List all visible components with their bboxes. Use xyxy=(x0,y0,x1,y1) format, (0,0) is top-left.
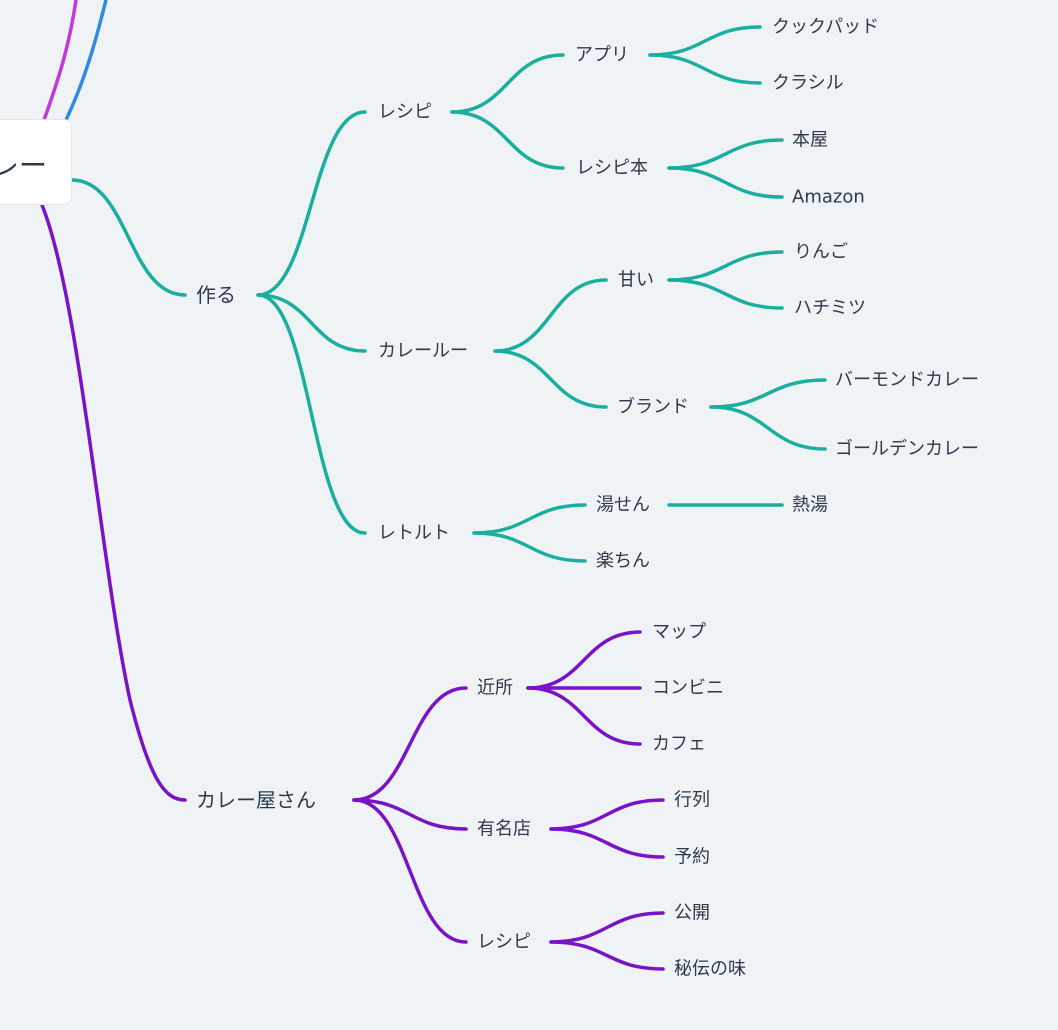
branch-edge-offscreen-1 xyxy=(42,0,78,121)
node-make-roux-label[interactable]: カレールー xyxy=(378,341,468,362)
node-make-recipe-book-label[interactable]: レシピ本 xyxy=(576,158,648,179)
node-make-roux-brand-label[interactable]: ブランド xyxy=(617,396,689,418)
node-make-label[interactable]: 作る xyxy=(196,283,236,307)
node-make-retort-boil-c1[interactable]: 熱湯 xyxy=(792,495,828,516)
root-node[interactable]: カレー xyxy=(0,120,71,204)
edge-shop-near-c1 xyxy=(526,630,642,690)
node-make-roux-brand-c1[interactable]: バーモンドカレー xyxy=(835,370,979,391)
edge-shop-famous-c1 xyxy=(549,798,665,831)
node-make-retort-boil-label[interactable]: 湯せん xyxy=(596,495,650,516)
node-shop-near-c3[interactable]: カフェ xyxy=(652,734,706,755)
edge-make-roux-brand-label xyxy=(493,349,608,409)
edge-make-roux-sweet-c2 xyxy=(667,278,784,310)
edge-make-roux-sweet-c1 xyxy=(667,250,784,282)
node-make-retort-easy-label[interactable]: 楽ちん xyxy=(596,551,650,572)
edge-make-retort-easy-label xyxy=(472,531,587,563)
root-node-label: カレー xyxy=(0,149,47,182)
edge-make-recipe-book-c1 xyxy=(667,138,784,170)
edge-make-recipe-label xyxy=(256,110,367,297)
edge-make-recipe-app-label xyxy=(450,53,565,114)
node-shop-famous-c1[interactable]: 行列 xyxy=(674,790,710,811)
node-make-recipe-app-c1[interactable]: クックパッド xyxy=(772,17,879,38)
node-make-roux-sweet-label[interactable]: 甘い xyxy=(618,270,654,291)
edge-make-label xyxy=(70,178,187,297)
edge-shop-label xyxy=(40,203,187,802)
node-shop-recipe-c2[interactable]: 秘伝の味 xyxy=(674,959,746,980)
edge-shop-famous-c2 xyxy=(549,827,665,859)
node-make-roux-sweet-c2[interactable]: ハチミツ xyxy=(794,298,866,319)
edge-make-recipe-app-c1 xyxy=(648,25,762,57)
node-make-recipe-app-c2[interactable]: クラシル xyxy=(772,73,844,94)
node-shop-near-c2[interactable]: コンビニ xyxy=(652,678,724,699)
edge-make-roux-brand-c2 xyxy=(709,405,827,451)
edge-make-roux-brand-c1 xyxy=(709,378,827,409)
edge-make-recipe-app-c2 xyxy=(648,53,762,85)
edge-make-recipe-book-c2 xyxy=(667,166,784,199)
edge-shop-near-label xyxy=(352,686,468,802)
edge-make-roux-sweet-label xyxy=(493,278,608,353)
edge-make-recipe-book-label xyxy=(450,110,565,170)
node-shop-recipe-label[interactable]: レシピ xyxy=(477,932,531,953)
node-make-recipe-book-c2[interactable]: Amazon xyxy=(792,187,865,208)
edge-make-retort-label xyxy=(256,293,367,535)
edge-shop-recipe-c2 xyxy=(549,940,665,971)
node-shop-near-label[interactable]: 近所 xyxy=(477,678,513,699)
node-make-retort-label[interactable]: レトルト xyxy=(378,523,450,544)
node-make-recipe-label[interactable]: レシピ xyxy=(378,102,432,123)
node-make-recipe-app-label[interactable]: アプリ xyxy=(575,45,629,66)
node-shop-recipe-c1[interactable]: 公開 xyxy=(674,903,710,924)
edge-shop-near-c3 xyxy=(526,686,642,746)
node-make-roux-sweet-c1[interactable]: りんご xyxy=(794,242,848,263)
node-shop-label[interactable]: カレー屋さん xyxy=(196,788,316,812)
edge-shop-recipe-c1 xyxy=(549,911,665,944)
edge-make-retort-boil-label xyxy=(472,503,587,535)
edge-shop-recipe-label xyxy=(352,798,468,944)
node-shop-famous-label[interactable]: 有名店 xyxy=(477,819,531,840)
edge-make-roux-label xyxy=(256,293,367,353)
node-shop-famous-c2[interactable]: 予約 xyxy=(674,847,710,868)
node-shop-near-c1[interactable]: マップ xyxy=(652,622,706,643)
branch-edge-offscreen-2 xyxy=(64,0,108,121)
node-make-roux-brand-c2[interactable]: ゴールデンカレー xyxy=(835,439,979,460)
edge-shop-famous-label xyxy=(352,798,468,831)
node-make-recipe-book-c1[interactable]: 本屋 xyxy=(792,130,828,151)
